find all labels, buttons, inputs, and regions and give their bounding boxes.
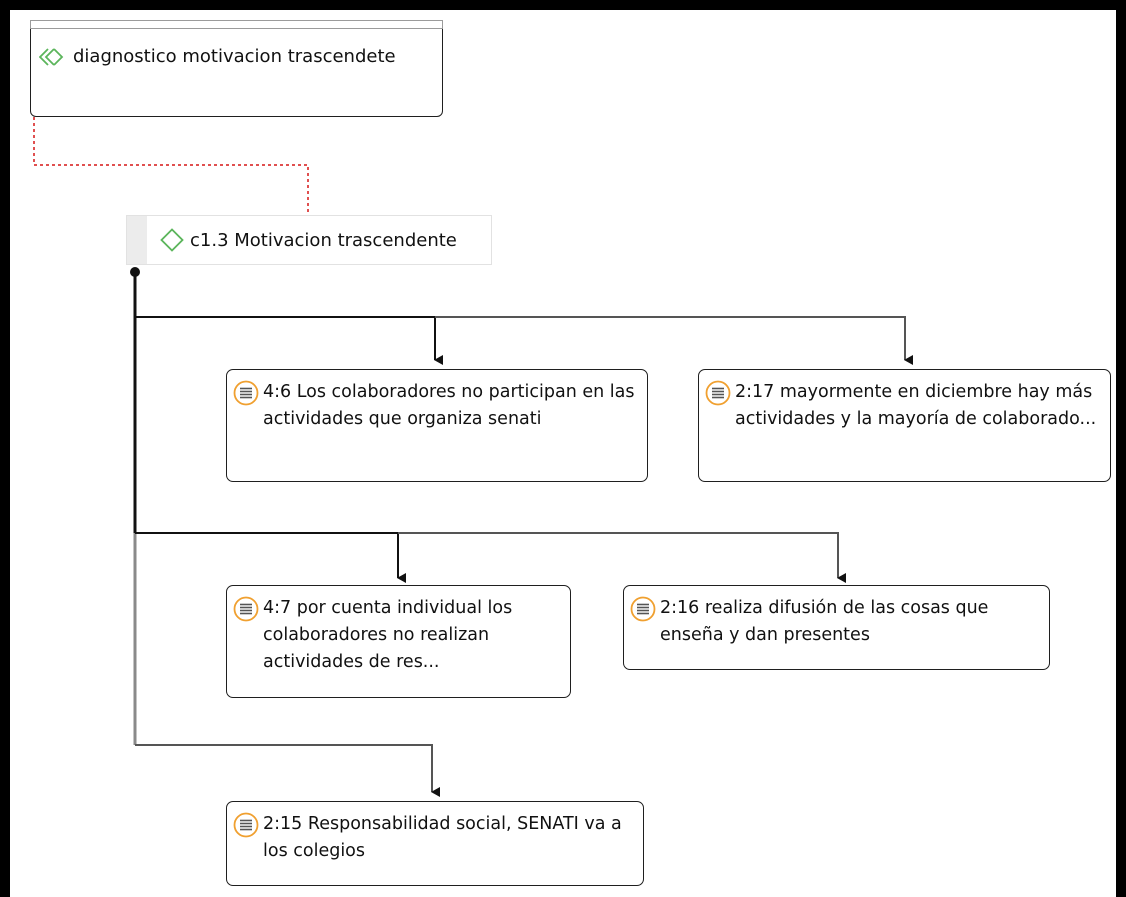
quotation-node-4-6[interactable]: 4:6 Los colaboradores no participan en l… (226, 369, 648, 482)
link-q_2_16 (398, 532, 846, 583)
quotation-label: 2:17 mayormente en diciembre hay más act… (735, 382, 1097, 429)
link-q_4_7 (135, 532, 406, 583)
diamond-code-icon (160, 228, 184, 252)
double-diamond-code-group-icon (39, 47, 64, 66)
quotation-document-icon (233, 380, 259, 406)
code-group-node[interactable]: diagnostico motivacion trascendete (30, 23, 443, 117)
group-to-code-link (33, 117, 309, 215)
code-title: c1.3 Motivacion trascendente (160, 228, 457, 252)
link-q_2_15 (135, 744, 440, 797)
quotation-document-icon (233, 812, 259, 838)
quotation-document-icon (705, 380, 731, 406)
quotation-label: 4:6 Los colaboradores no participan en l… (263, 382, 635, 429)
quotation-node-4-7[interactable]: 4:7 por cuenta individual los colaborado… (226, 585, 571, 698)
quotation-document-icon (233, 596, 259, 622)
quotation-document-icon (630, 596, 656, 622)
code-node-handle[interactable] (127, 216, 147, 264)
quotation-node-2-16[interactable]: 2:16 realiza difusión de las cosas que e… (623, 585, 1050, 670)
link-q_4_6 (135, 316, 443, 365)
quotation-label: 4:7 por cuenta individual los colaborado… (263, 598, 513, 672)
trunk-node-dot (130, 267, 140, 277)
code-group-header-bar (30, 20, 443, 29)
link-q_2_17 (435, 316, 913, 365)
code-node[interactable]: c1.3 Motivacion trascendente (126, 215, 492, 265)
quotation-node-2-15[interactable]: 2:15 Responsabilidad social, SENATI va a… (226, 801, 644, 886)
quotation-node-2-17[interactable]: 2:17 mayormente en diciembre hay más act… (698, 369, 1111, 482)
network-view-canvas[interactable]: diagnostico motivacion trascendete c1.3 … (10, 10, 1116, 897)
code-group-label: diagnostico motivacion trascendete (73, 46, 396, 67)
quotation-label: 2:16 realiza difusión de las cosas que e… (660, 598, 989, 645)
code-group-title: diagnostico motivacion trascendete (39, 46, 396, 67)
quotation-label: 2:15 Responsabilidad social, SENATI va a… (263, 814, 622, 861)
code-label: c1.3 Motivacion trascendente (190, 229, 457, 251)
network-links (33, 117, 913, 797)
